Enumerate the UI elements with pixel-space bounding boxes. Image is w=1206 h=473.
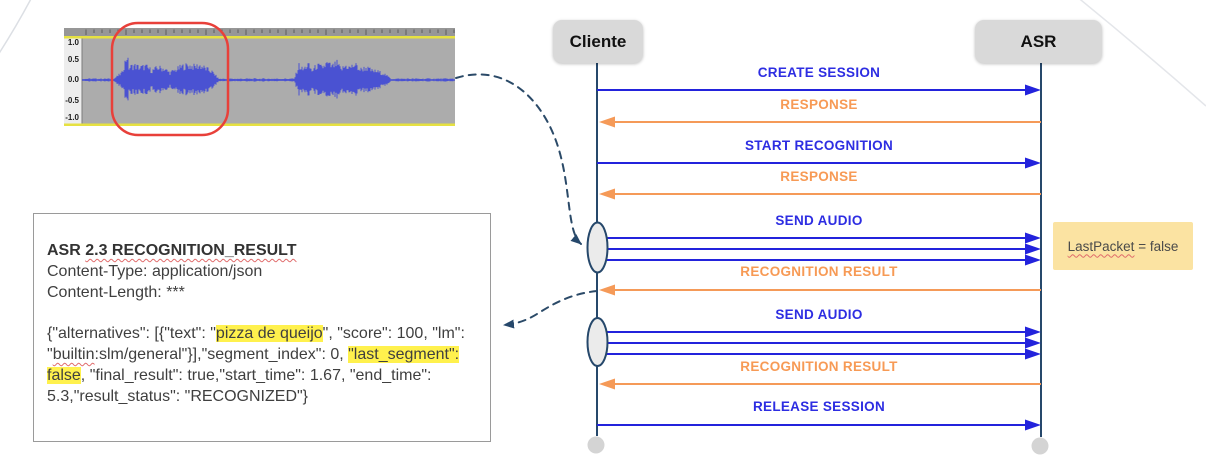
waveform-scale-label: -1.0 [65, 113, 79, 122]
arrowhead-send-audio-1b [1025, 243, 1041, 255]
json-segment: ", "score": 100, "lm": " [47, 325, 465, 364]
lifeline-end-asr [1031, 437, 1049, 455]
arrowhead-release-session [1025, 419, 1041, 431]
waveform-top-border [64, 36, 455, 39]
json-builtin-term: builtin [52, 346, 95, 364]
arrowhead-send-audio-2a [1025, 326, 1041, 338]
note-lastpacket-value: = false [1134, 238, 1179, 254]
result-box: ASR 2.3 RECOGNITION_RESULT Content-Type:… [33, 213, 491, 442]
waveform-scale-label: 1.0 [67, 38, 79, 47]
message-label-release-session: RELEASE SESSION [752, 399, 886, 414]
waveform-scale-label: 0.0 [67, 75, 79, 84]
lifeline-end-cliente [587, 436, 605, 454]
result-title-prefix: ASR [47, 242, 86, 259]
json-segment: {"alternatives": [{"text": " [47, 325, 216, 343]
arrowhead-send-audio-2c [1025, 348, 1041, 360]
result-content-length: Content-Length: *** [47, 283, 185, 301]
arrowhead-recognition-result-1 [599, 284, 615, 296]
result-content-type: Content-Type: application/json [47, 262, 263, 280]
message-label-response-2: RESPONSE [780, 169, 858, 184]
waveform-scale-gutter [64, 38, 82, 124]
arrowhead-recognition-result-2 [599, 378, 615, 390]
actor-box-cliente: Cliente [553, 20, 643, 63]
waveform-wave [82, 57, 454, 101]
message-label-recognition-result-1: RECOGNITION RESULT [740, 264, 898, 279]
waveform-bottom-border [64, 123, 455, 126]
json-segment: , "final_result": true,"start_time": 1.6… [47, 366, 432, 405]
waveform-scale-label: 0.5 [67, 55, 79, 64]
actor-box-asr: ASR [975, 20, 1102, 63]
result-box-title: ASR 2.3 RECOGNITION_RESULT [47, 241, 475, 262]
selection-ring [110, 21, 230, 137]
arrowhead-send-audio-1c [1025, 254, 1041, 266]
arrowhead-send-audio-1a [1025, 232, 1041, 244]
message-label-create-session: CREATE SESSION [757, 65, 881, 80]
arrowhead-create-session [1025, 84, 1041, 96]
connector-waveform-to-sendaudio [455, 73, 582, 245]
activation-ellipse-send-audio-1 [586, 221, 609, 274]
message-label-send-audio-1: SEND AUDIO [775, 213, 863, 228]
activation-ellipse-send-audio-2 [586, 317, 609, 367]
sequence-diagram [586, 63, 1049, 455]
waveform-ruler [64, 28, 455, 36]
arrowhead-start-recognition [1025, 157, 1041, 169]
json-segment: :slm/general"}],"segment_index": 0, [94, 346, 349, 364]
message-label-send-audio-2: SEND AUDIO [775, 307, 863, 322]
waveform-scale-label: -0.5 [65, 96, 79, 105]
message-label-recognition-result-2: RECOGNITION RESULT [740, 359, 898, 374]
waveform-ruler-ticks [85, 29, 455, 35]
connector-result-to-box [503, 290, 598, 329]
result-json-body: {"alternatives": [{"text": "pizza de que… [47, 324, 475, 407]
background-arc-left [0, 0, 32, 54]
arrowhead-response-2 [599, 188, 615, 200]
message-label-start-recognition: START RECOGNITION [744, 138, 894, 153]
result-title-main: 2.3 RECOGNITION_RESULT [85, 242, 297, 259]
message-label-response-1: RESPONSE [780, 97, 858, 112]
arrowhead-response-1 [599, 116, 615, 128]
note-lastpacket-term: LastPacket [1067, 238, 1135, 254]
json-highlight-text: pizza de queijo [215, 325, 323, 343]
background-arc-right [1079, 0, 1206, 107]
note-lastpacket: LastPacket = false [1053, 222, 1193, 270]
waveform-panel [64, 21, 455, 137]
arrowhead-send-audio-2b [1025, 337, 1041, 349]
